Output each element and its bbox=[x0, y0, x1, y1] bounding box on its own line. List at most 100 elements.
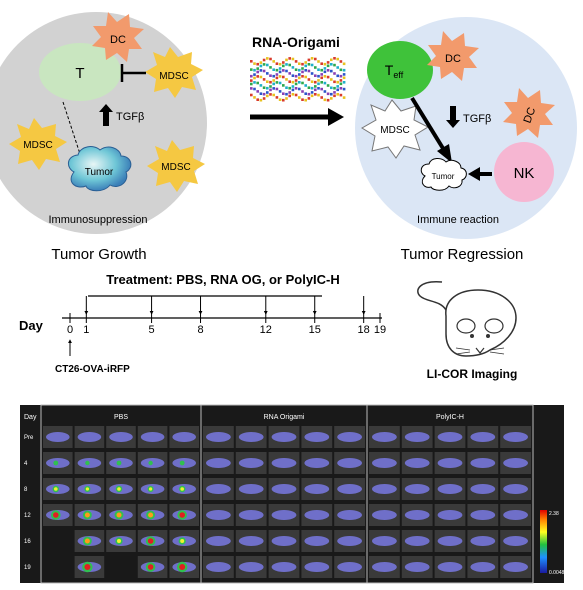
tumor-signal bbox=[84, 564, 91, 570]
mouse-silhouette bbox=[372, 484, 397, 494]
timeline-day-label: 1 bbox=[83, 324, 89, 336]
origami-nucleotide bbox=[342, 73, 346, 76]
origami-nucleotide bbox=[275, 96, 279, 99]
mouse-silhouette bbox=[206, 432, 231, 442]
mouse-ear-left bbox=[456, 318, 476, 334]
mouse-silhouette bbox=[337, 510, 362, 520]
origami-nucleotide bbox=[282, 92, 285, 95]
origami-nucleotide bbox=[294, 82, 298, 86]
mouse-silhouette bbox=[503, 484, 528, 494]
origami-nucleotide bbox=[256, 81, 259, 85]
tumor-signal bbox=[117, 487, 121, 491]
origami-nucleotide bbox=[314, 74, 317, 77]
origami-nucleotide bbox=[291, 66, 295, 69]
mouse-silhouette bbox=[77, 432, 102, 442]
origami-nucleotide bbox=[288, 91, 291, 94]
mouse-ear-right bbox=[484, 318, 504, 334]
tgfb-up-arrow bbox=[99, 104, 113, 126]
mouse-silhouette bbox=[503, 562, 528, 572]
mouse-silhouette bbox=[238, 562, 264, 572]
origami-nucleotide bbox=[266, 91, 269, 94]
origami-nucleotide bbox=[317, 60, 320, 63]
mouse-silhouette bbox=[470, 510, 496, 520]
origami-nucleotide bbox=[275, 62, 279, 65]
origami-nucleotide bbox=[275, 87, 279, 91]
origami-nucleotide bbox=[320, 73, 323, 76]
mouse-silhouette bbox=[372, 562, 397, 572]
tumor-signal bbox=[54, 461, 58, 465]
panel-row-label: Pre bbox=[24, 435, 34, 441]
origami-nucleotide bbox=[307, 58, 311, 62]
mdsc-bottom-label: MDSC bbox=[161, 162, 190, 173]
panel-row-label: 4 bbox=[24, 461, 28, 467]
origami-nucleotide bbox=[339, 74, 343, 78]
mouse-silhouette bbox=[140, 432, 165, 442]
origami-nucleotide bbox=[253, 62, 256, 65]
timeline-day-label: 18 bbox=[358, 324, 370, 336]
origami-nucleotide bbox=[323, 98, 327, 102]
origami-nucleotide bbox=[294, 60, 298, 63]
tgfb-down-arrow bbox=[446, 106, 460, 128]
mdsc-white-label: MDSC bbox=[380, 125, 409, 136]
origami-nucleotide bbox=[323, 90, 327, 93]
origami-nucleotide bbox=[272, 93, 275, 97]
origami-nucleotide bbox=[339, 60, 343, 63]
origami-nucleotide bbox=[272, 87, 275, 90]
timeline-day-label: 0 bbox=[67, 324, 73, 336]
origami-nucleotide bbox=[336, 74, 339, 78]
origami-nucleotide bbox=[314, 80, 317, 84]
origami-nucleotide bbox=[288, 94, 291, 98]
dc-right-label: DC bbox=[522, 106, 539, 125]
panel-row-label: 12 bbox=[24, 513, 31, 519]
mouse-silhouette bbox=[404, 562, 430, 572]
teff-label: Teff bbox=[385, 62, 404, 80]
origami-nucleotide bbox=[285, 78, 288, 81]
tumor-signal bbox=[84, 538, 90, 544]
mouse-silhouette bbox=[437, 510, 463, 520]
origami-nucleotide bbox=[282, 75, 285, 79]
origami-nucleotide bbox=[301, 81, 304, 85]
origami-nucleotide bbox=[262, 69, 266, 73]
mdsc-right-label: MDSC bbox=[159, 71, 188, 82]
mouse-silhouette bbox=[470, 484, 496, 494]
origami-nucleotide bbox=[304, 98, 307, 102]
origami-nucleotide bbox=[304, 92, 307, 95]
timeline-day-label: 19 bbox=[374, 324, 386, 336]
tumor-signal bbox=[117, 461, 121, 465]
mouse-silhouette bbox=[404, 536, 430, 546]
day-axis-label: Day bbox=[19, 318, 44, 333]
origami-nucleotide bbox=[317, 74, 320, 78]
immune-reaction-caption: Immune reaction bbox=[417, 214, 499, 226]
origami-nucleotide bbox=[320, 76, 323, 80]
panel-day-header: Day bbox=[24, 414, 37, 421]
dc-label: DC bbox=[110, 34, 126, 46]
tumor-growth-heading: Tumor Growth bbox=[51, 246, 146, 263]
origami-nucleotide bbox=[285, 58, 288, 62]
mouse-silhouette bbox=[372, 458, 397, 468]
origami-nucleotide bbox=[336, 93, 339, 96]
mdsc-white-cell bbox=[361, 99, 430, 159]
origami-nucleotide bbox=[282, 98, 285, 102]
origami-nucleotide bbox=[326, 84, 330, 87]
origami-nucleotide bbox=[269, 88, 272, 92]
origami-nucleotide bbox=[320, 62, 323, 65]
teff-cell bbox=[367, 41, 433, 99]
mouse-silhouette bbox=[503, 458, 528, 468]
origami-nucleotide bbox=[339, 82, 343, 86]
timeline-day-label: 8 bbox=[197, 324, 203, 336]
timeline-day-label: 15 bbox=[309, 324, 321, 336]
origami-nucleotide bbox=[314, 88, 317, 92]
origami-nucleotide bbox=[342, 87, 346, 91]
origami-nucleotide bbox=[298, 76, 301, 80]
origami-nucleotide bbox=[326, 75, 330, 79]
origami-nucleotide bbox=[333, 63, 336, 67]
mouse-silhouette bbox=[503, 536, 528, 546]
origami-nucleotide bbox=[266, 63, 269, 67]
origami-nucleotide bbox=[259, 75, 263, 79]
origami-nucleotide bbox=[282, 84, 285, 87]
origami-nucleotide bbox=[278, 98, 282, 101]
origami-nucleotide bbox=[269, 74, 272, 77]
mouse-silhouette bbox=[437, 562, 463, 572]
mouse-silhouette bbox=[372, 536, 397, 546]
origami-nucleotide bbox=[301, 67, 304, 70]
